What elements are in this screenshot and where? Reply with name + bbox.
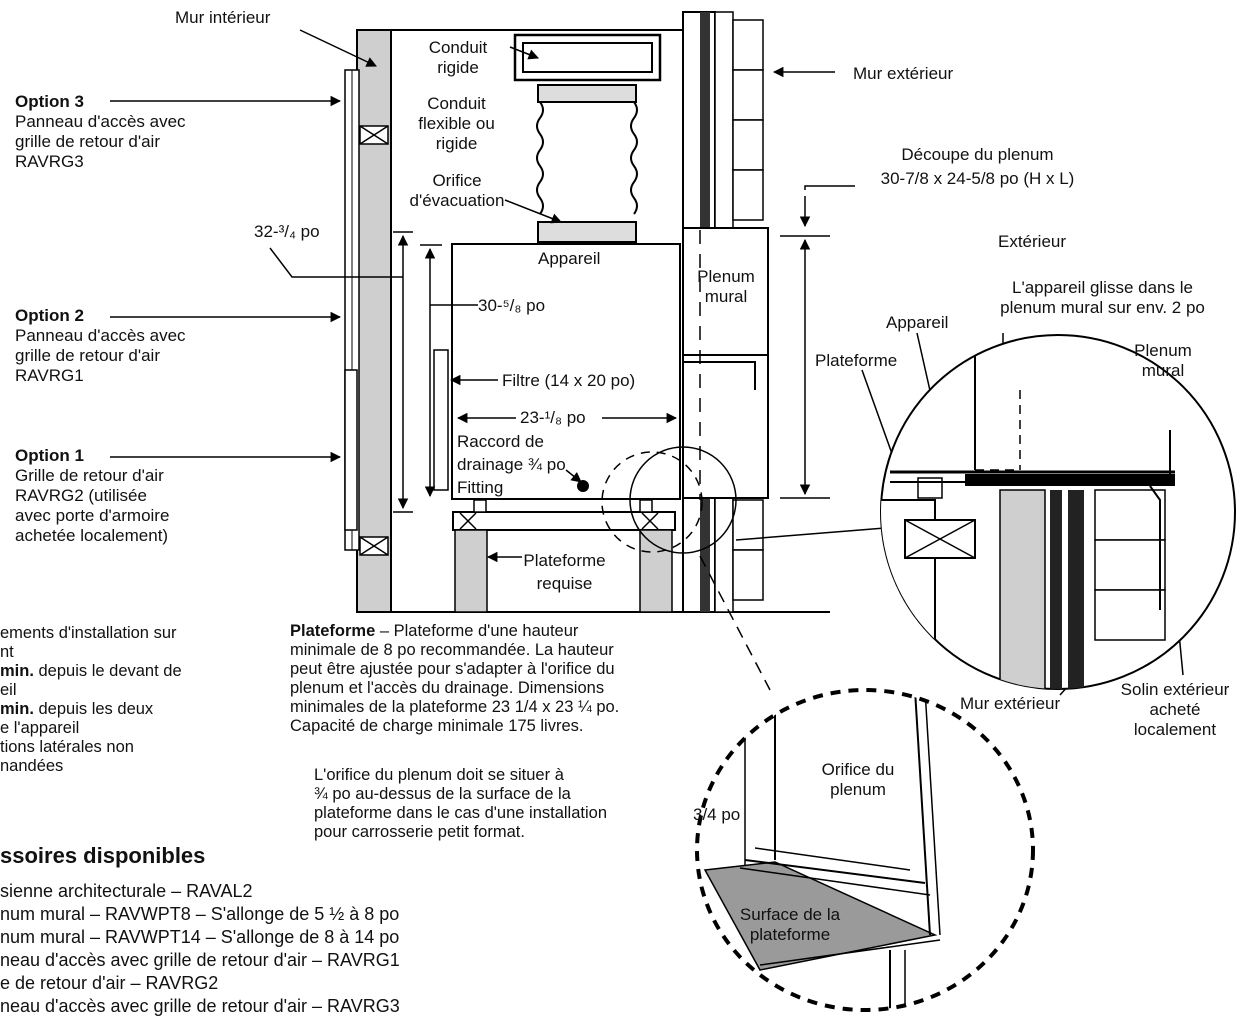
clearance-notes: ements d'installation sur nt min. depuis… bbox=[0, 624, 182, 775]
orifice-note: L'orifice du plenum doit se situer à ¾ p… bbox=[314, 766, 607, 841]
list-item: num mural – RAVWPT8 – S'allonge de 5 ½ à… bbox=[0, 904, 400, 924]
label-appliance: Appareil bbox=[538, 249, 601, 268]
detail-circle-lower bbox=[695, 688, 1035, 1012]
label-interior-wall: Mur intérieur bbox=[175, 8, 271, 27]
platform bbox=[452, 499, 676, 613]
label-appliance-detail: Appareil bbox=[886, 313, 949, 332]
detail-marker-small bbox=[601, 451, 703, 553]
label-exterior: Extérieur bbox=[998, 232, 1067, 251]
accessories-list: sienne architecturale – RAVAL2 num mural… bbox=[0, 880, 400, 1018]
dimension-30-5-8: 30-⁵/₈ po bbox=[478, 296, 546, 316]
list-item: neau d'accès avec grille de retour d'air… bbox=[0, 996, 400, 1016]
dimension-23-1-8: 23-¹/₈ po bbox=[520, 408, 586, 427]
label-exterior-wall-detail: Mur extérieur bbox=[960, 694, 1061, 713]
exterior-wall bbox=[682, 11, 769, 613]
dimension-3-4: 3/4 po bbox=[693, 805, 741, 824]
interior-wall bbox=[344, 29, 392, 613]
platform-note: Plateforme – Plateforme d'une hauteur mi… bbox=[290, 622, 620, 735]
label-plenum-cutout: Découpe du plenum 30-7/8 x 24-5/8 po (H … bbox=[880, 145, 1075, 188]
appliance-body bbox=[433, 243, 681, 500]
label-platform-detail: Plateforme bbox=[815, 351, 898, 370]
label-exterior-wall-top: Mur extérieur bbox=[853, 64, 954, 83]
list-item: sienne architecturale – RAVAL2 bbox=[0, 881, 253, 901]
dimension-32-3-4: 32-³/₄ po bbox=[254, 222, 320, 241]
ducts bbox=[513, 33, 662, 243]
list-item: num mural – RAVWPT14 – S'allonge de 8 à … bbox=[0, 927, 400, 947]
detail-circle-large bbox=[880, 334, 1236, 690]
list-item: neau d'accès avec grille de retour d'air… bbox=[0, 950, 400, 970]
accessories-title: ssoires disponibles bbox=[0, 843, 206, 868]
list-item: e de retour d'air – RAVRG2 bbox=[0, 973, 219, 993]
label-filter: Filtre (14 x 20 po) bbox=[502, 371, 636, 390]
